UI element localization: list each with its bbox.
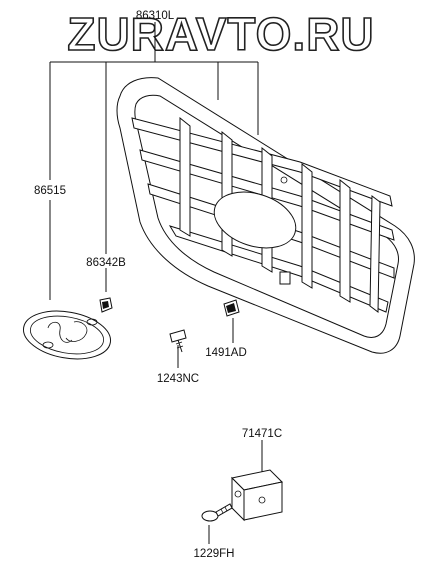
emblem-seat [213,191,297,249]
leader-lines [49,22,263,544]
label-bolt: 1229FH [194,548,235,560]
part-labels: 86310L 86515 86342B 1243NC 1491AD 71471C… [34,10,282,560]
label-screw-a: 1243NC [157,373,199,385]
mounting-tab [279,271,291,285]
bracket [230,469,284,522]
watermark: ZURAVTO.RU [67,8,374,60]
label-screw-b: 1491AD [205,347,247,359]
label-grille: 86310L [136,10,175,22]
radiator-grille [116,77,415,354]
label-bracket: 71471C [242,428,282,440]
label-clip: 86342B [86,257,126,269]
grille-fins [179,116,381,313]
screw-1243NC [169,329,187,353]
bolt-1229FH [201,503,233,522]
screw-1491AD [223,299,240,317]
label-emblem: 86515 [34,185,66,197]
clip [99,297,113,313]
emblem [22,310,112,360]
